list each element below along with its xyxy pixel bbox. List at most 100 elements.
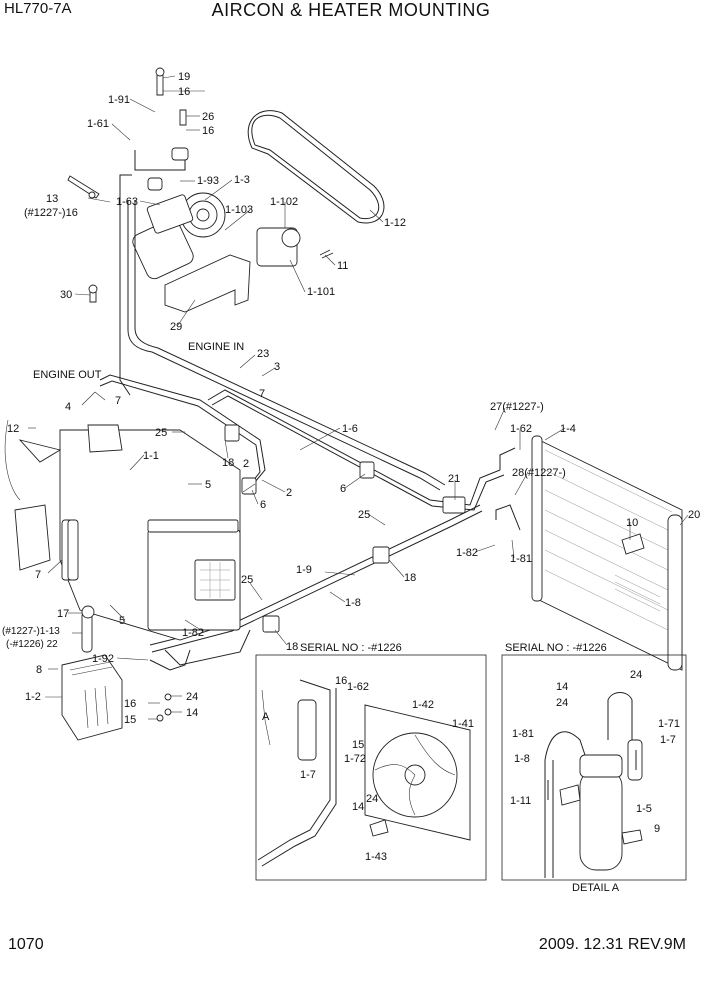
- callout: 1-102: [270, 196, 298, 208]
- callout: 15: [352, 739, 364, 751]
- callout: 1-71: [658, 718, 680, 730]
- callout: 12: [7, 423, 19, 435]
- callout: 1-61: [87, 118, 109, 130]
- callout: 16: [124, 698, 136, 710]
- callout: 23: [257, 348, 269, 360]
- callout: 5: [205, 479, 211, 491]
- callout: 1-82: [182, 627, 204, 639]
- callout: 18: [286, 641, 298, 653]
- callout: 1-8: [514, 753, 530, 765]
- serial-label-left: SERIAL NO : -#1226: [300, 642, 402, 654]
- callout: 20: [688, 509, 700, 521]
- callout: 26: [202, 111, 214, 123]
- callout: 1-9: [296, 564, 312, 576]
- model-number: HL770-7A: [4, 0, 72, 17]
- serial-label-right: SERIAL NO : -#1226: [505, 642, 607, 654]
- callout: (#1227-)1-13: [2, 626, 60, 637]
- callout: 19: [178, 71, 190, 83]
- callout: 1-72: [344, 753, 366, 765]
- condenser: [531, 435, 683, 671]
- callout: 25: [358, 509, 370, 521]
- page-title: AIRCON & HEATER MOUNTING: [211, 0, 491, 20]
- callout: 4: [65, 401, 71, 413]
- callout: 1-4: [560, 423, 576, 435]
- compressor-assembly: [67, 67, 385, 313]
- callout: 7: [259, 388, 265, 400]
- engine-in-label: ENGINE IN: [188, 341, 244, 353]
- callout: 1-82: [456, 547, 478, 559]
- callout: 7: [115, 395, 121, 407]
- callout: 18: [404, 572, 416, 584]
- engine-out-label: ENGINE OUT: [33, 369, 102, 381]
- callout: 1-6: [342, 423, 358, 435]
- callout: 1-63: [116, 196, 138, 208]
- revision-date: 2009. 12.31 REV.9M: [538, 936, 686, 953]
- callout: 24: [186, 691, 198, 703]
- page-number: 1070: [8, 936, 44, 953]
- callout: 24: [630, 669, 642, 681]
- callout: 1-101: [307, 286, 335, 298]
- callout: 14: [186, 707, 198, 719]
- detail-a-label: DETAIL A: [572, 882, 620, 894]
- callout: (-#1226) 22: [6, 639, 58, 650]
- callout: 29: [170, 321, 182, 333]
- callout: 1-81: [512, 728, 534, 740]
- callout: 7: [35, 569, 41, 581]
- callout: 6: [340, 483, 346, 495]
- detail-ref-label: A: [262, 711, 270, 723]
- callout: 24: [366, 793, 378, 805]
- callout: 1-42: [412, 699, 434, 711]
- callout: 1-91: [108, 94, 130, 106]
- callout: 1-7: [300, 769, 316, 781]
- control-module: [61, 654, 123, 741]
- callout: 16: [178, 86, 190, 98]
- callout: 17: [57, 608, 69, 620]
- fittings-lower: [149, 649, 191, 722]
- callout: 1-12: [384, 217, 406, 229]
- callout: 5: [119, 615, 125, 627]
- refrigerant-pipes: [99, 174, 521, 666]
- callout: 1-1: [143, 450, 159, 462]
- callout: 10: [626, 517, 638, 529]
- callout: 1-11: [510, 795, 531, 807]
- callout: 28(#1227-): [512, 467, 566, 479]
- callout: 1-41: [452, 718, 474, 730]
- callout: 11: [337, 260, 348, 272]
- callout: 9: [654, 823, 660, 835]
- callout: 8: [36, 664, 42, 676]
- callout: 1-7: [660, 734, 676, 746]
- callout: 27(#1227-): [490, 401, 544, 413]
- callout: 25: [241, 574, 253, 586]
- callout: 1-3: [234, 174, 250, 186]
- callout: 14: [352, 801, 364, 813]
- callout: 18: [222, 457, 234, 469]
- callout-labels: 19 16 1-91 26 16 1-61 1-93 1-3 13 (#1227…: [2, 71, 700, 863]
- callout: 1-62: [347, 681, 369, 693]
- callout: 1-81: [510, 553, 532, 565]
- callout: 2: [243, 458, 249, 470]
- callout: 1-8: [345, 597, 361, 609]
- callout: 6: [260, 499, 266, 511]
- callout: 1-92: [92, 653, 114, 665]
- leader-lines: [28, 75, 689, 720]
- callout: 30: [60, 289, 72, 301]
- callout: 1-93: [197, 175, 219, 187]
- inset-left: [255, 654, 487, 881]
- callout: 16: [335, 675, 347, 687]
- callout: 25: [155, 427, 167, 439]
- callout: 1-103: [225, 204, 253, 216]
- callout: 1-5: [636, 803, 652, 815]
- callout: 15: [124, 714, 136, 726]
- heater-unit: [4, 419, 241, 653]
- callout: 14: [556, 681, 568, 693]
- callout: 16: [202, 125, 214, 137]
- callout: 1-62: [510, 423, 532, 435]
- callout: 3: [274, 361, 280, 373]
- callout: (#1227-)16: [24, 207, 78, 219]
- callout: 1-43: [365, 851, 387, 863]
- callout: 1-2: [25, 691, 41, 703]
- callout: 21: [448, 473, 460, 485]
- callout: 13: [46, 193, 58, 205]
- callout: 2: [286, 487, 292, 499]
